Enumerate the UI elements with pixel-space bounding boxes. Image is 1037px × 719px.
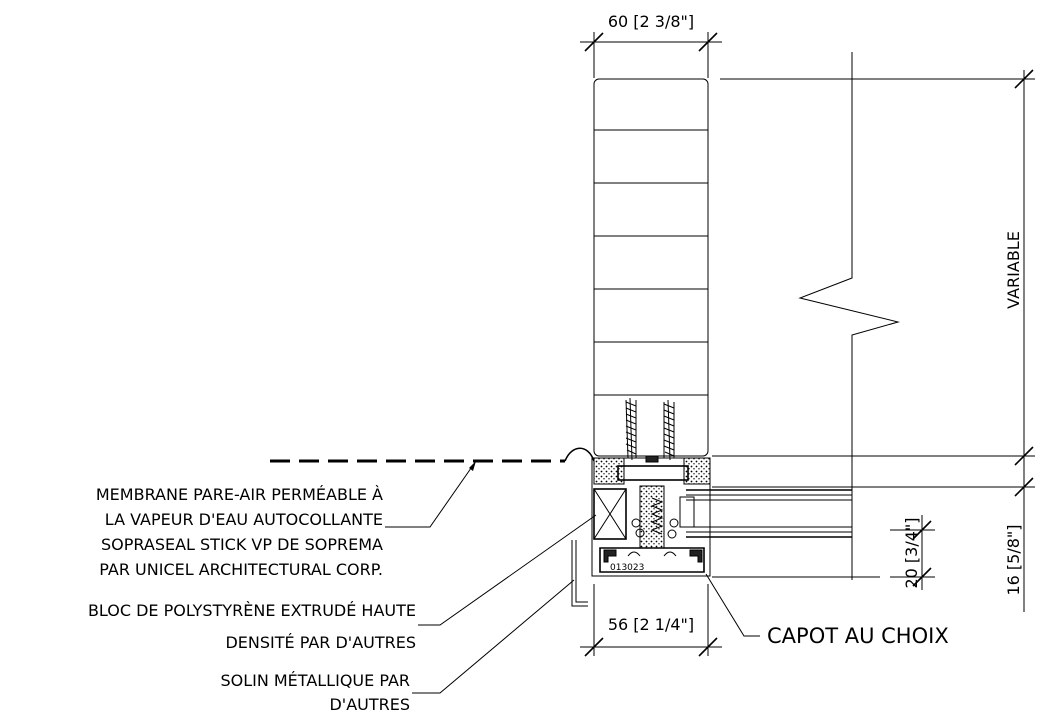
bloc-callout: BLOC DE POLYSTYRÈNE EXTRUDÉ HAUTE DENSIT… (88, 601, 416, 652)
bloc-line-2: DENSITÉ PAR D'AUTRES (225, 633, 416, 652)
frame-section: 013023 (591, 455, 711, 577)
air-membrane-line (270, 447, 595, 463)
variable-label: VARIABLE (1004, 231, 1023, 309)
leader-membrane (385, 460, 477, 528)
bottom-width-dimension: 56 [2 1/4"] (580, 584, 722, 657)
bottom-width-label: 56 [2 1/4"] (608, 615, 694, 634)
variable-dimension: VARIABLE (720, 69, 1035, 612)
leader-bloc (418, 514, 597, 626)
glazing-unit (686, 489, 852, 538)
membrane-line-3: SOPRASEAL STICK VP DE SOPREMA (101, 535, 383, 554)
membrane-callout: MEMBRANE PARE-AIR PERMÉABLE À LA VAPEUR … (96, 485, 383, 579)
small-height-label: 20 [3/4"] (902, 517, 921, 588)
small-height-dimension: 20 [3/4"] (890, 515, 935, 590)
top-width-label: 60 [2 3/8"] (608, 12, 694, 31)
bloc-line-1: BLOC DE POLYSTYRÈNE EXTRUDÉ HAUTE (88, 601, 416, 620)
glazing-block-unit (593, 78, 709, 457)
leader-solin (412, 579, 575, 694)
membrane-line-4: PAR UNICEL ARCHITECTURAL CORP. (99, 560, 383, 579)
screw-right (663, 399, 675, 461)
solin-line-1: SOLIN MÉTALLIQUE PAR (220, 671, 410, 690)
frame-height-label: 16 [5/8"] (1004, 524, 1023, 595)
break-line (798, 52, 900, 580)
membrane-line-2: LA VAPEUR D'EAU AUTOCOLLANTE (105, 510, 383, 529)
part-number: 013023 (610, 563, 644, 573)
solin-callout: SOLIN MÉTALLIQUE PAR D'AUTRES (220, 671, 410, 714)
screw-left (625, 397, 637, 461)
membrane-line-1: MEMBRANE PARE-AIR PERMÉABLE À (96, 485, 383, 504)
metal-flashing (571, 540, 588, 607)
top-width-dimension: 60 [2 3/8"] (580, 12, 722, 78)
xps-block (593, 488, 627, 540)
capot-callout: CAPOT AU CHOIX (767, 624, 949, 648)
leader-capot (705, 573, 760, 637)
solin-line-2: D'AUTRES (329, 695, 410, 714)
